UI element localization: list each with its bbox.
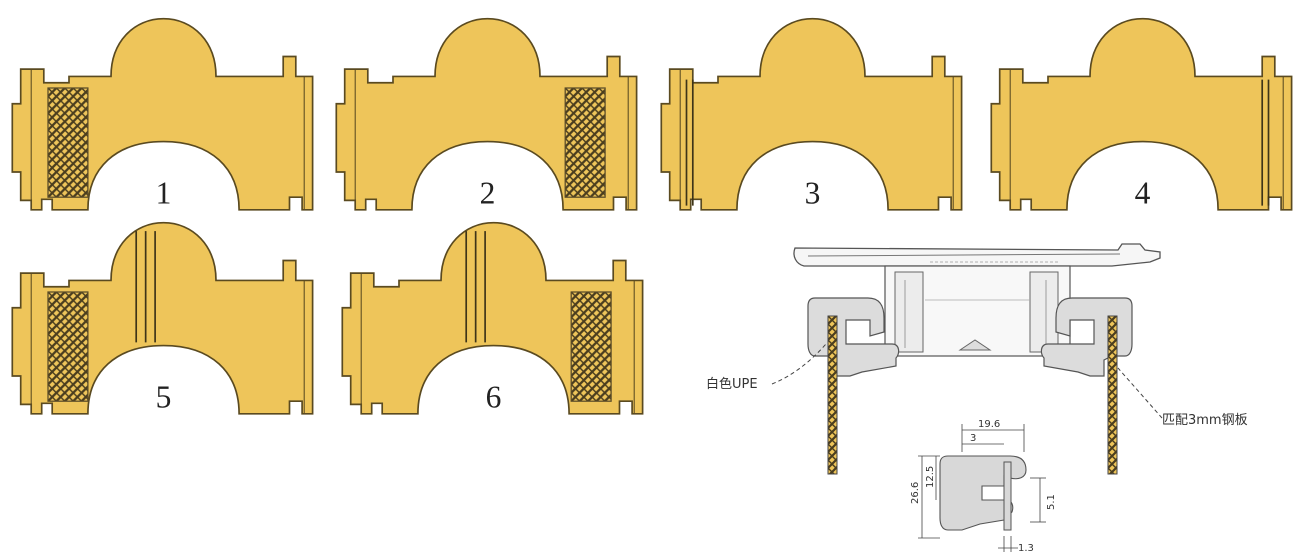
mesh-panel <box>570 291 612 402</box>
variant-number-label: 2 <box>480 175 496 210</box>
dim-thickness-bottom: 1.3 <box>1018 543 1034 554</box>
mesh-panel <box>47 87 89 198</box>
right-steel-plate <box>1107 315 1118 475</box>
cross-section-drawing: 白色UPE 匹配3mm钢板 <box>706 243 1248 475</box>
flange-line <box>354 69 629 210</box>
flange-line <box>30 69 305 210</box>
dim-width-inner: 3 <box>970 433 976 444</box>
mesh-panel <box>564 87 606 198</box>
left-callout-label: 白色UPE <box>706 376 758 392</box>
dim-height-upper: 12.5 <box>925 466 936 488</box>
variant-number-label: 1 <box>156 175 172 210</box>
part-variant-4: 4 <box>990 17 1293 211</box>
part-variant-2: 2 <box>335 17 638 211</box>
mesh-panel <box>47 291 89 402</box>
variant-number-label: 6 <box>486 380 502 415</box>
part-variant-6: 6 <box>341 221 644 415</box>
flange-line <box>679 69 954 210</box>
variant-number-label: 3 <box>805 175 821 210</box>
dim-width-top: 19.6 <box>978 419 1000 430</box>
part-variant-5: 5 <box>11 221 314 415</box>
right-callout-label: 匹配3mm钢板 <box>1162 413 1248 428</box>
part-variant-3: 3 <box>660 17 963 211</box>
left-steel-plate <box>827 315 838 475</box>
dimension-profile <box>939 455 1027 531</box>
flange-line <box>360 273 635 414</box>
part-variant-1: 1 <box>11 17 314 211</box>
variant-number-label: 5 <box>156 380 172 415</box>
flange-line <box>30 273 305 414</box>
dim-height-lower: 5.1 <box>1046 494 1057 510</box>
flange-line <box>1009 69 1284 210</box>
profile-dimension-drawing: 19.6 3 26.6 12.5 5.1 1.3 <box>910 419 1057 554</box>
variant-number-label: 4 <box>1135 175 1151 210</box>
dim-height-total: 26.6 <box>910 482 921 504</box>
